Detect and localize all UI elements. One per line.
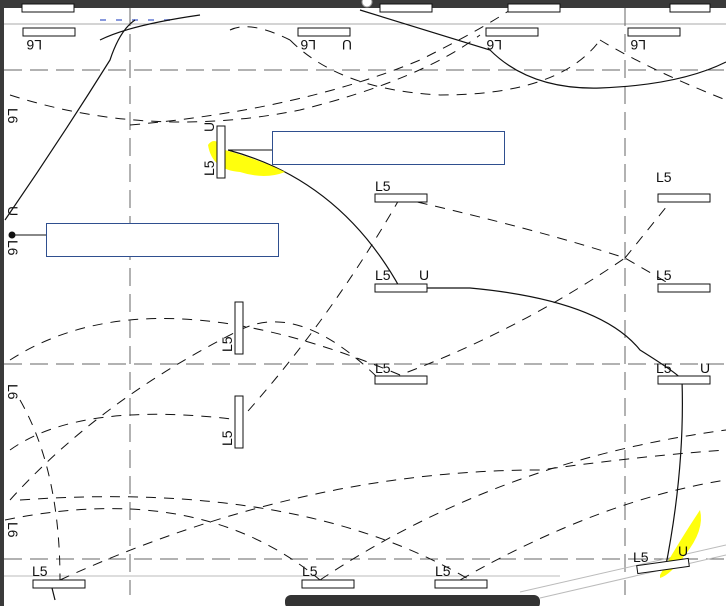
label-l6: L6	[300, 37, 316, 53]
label-u: U	[342, 37, 352, 53]
label-l5: L5	[656, 267, 672, 283]
solid-wiring	[4, 9, 726, 601]
label-l5: L5	[302, 563, 318, 579]
label-l6: L6	[630, 37, 646, 53]
callout-box-top[interactable]	[272, 131, 505, 165]
label-l5: L5	[656, 360, 672, 376]
label-l5: L5	[32, 563, 48, 579]
dashed-wiring	[4, 9, 726, 581]
highlight-marks	[208, 141, 701, 578]
label-l6: L6	[486, 37, 502, 53]
label-u: U	[700, 360, 710, 376]
label-l5: L5	[219, 336, 235, 352]
callout-box-left[interactable]	[46, 223, 279, 257]
top-handle[interactable]	[361, 0, 373, 8]
label-l5: L5	[375, 178, 391, 194]
label-l5: L5	[219, 430, 235, 446]
label-l6: L6	[26, 37, 42, 53]
label-u: U	[419, 267, 429, 283]
label-l5: L5	[201, 160, 217, 176]
label-l5: L5	[375, 360, 391, 376]
grid-lines	[4, 8, 726, 599]
label-u: U	[201, 122, 217, 132]
label-l6: L6	[5, 384, 21, 400]
label-l5: L5	[375, 267, 391, 283]
left-frame-bar	[0, 0, 4, 606]
label-u: U	[5, 206, 21, 216]
circuit-labels: L6 L6 U L6 L6 L6 U L6 L6 L6 U L5 L5 L5 L…	[5, 37, 710, 579]
label-l6: L6	[5, 240, 21, 256]
bottom-scroll-handle[interactable]	[285, 595, 540, 606]
label-l5: L5	[435, 563, 451, 579]
label-l5: L5	[633, 549, 649, 565]
label-l6: L6	[5, 522, 21, 538]
light-fixtures	[8, 3, 711, 589]
label-l6: L6	[5, 108, 21, 124]
label-u: U	[678, 543, 688, 559]
label-l5: L5	[656, 169, 672, 185]
